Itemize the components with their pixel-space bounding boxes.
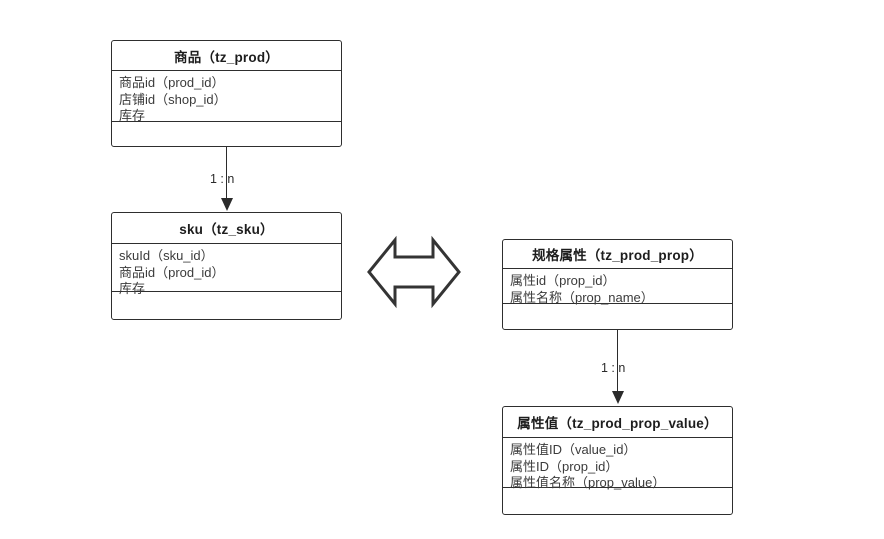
entity-box-tz-sku[interactable]: sku（tz_sku） skuId（sku_id） 商品id（prod_id） … — [111, 212, 342, 320]
entity-box-tz-prod-prop[interactable]: 规格属性（tz_prod_prop） 属性id（prop_id） 属性名称（pr… — [502, 239, 733, 330]
attribute-row: 库存 — [119, 281, 146, 296]
entity-box-tz-prod-prop-value[interactable]: 属性值（tz_prod_prop_value） 属性值ID（value_id） … — [502, 406, 733, 515]
entity-footer-tz-prod-prop — [503, 304, 732, 329]
attribute-row: 属性值ID（value_id） — [510, 442, 637, 457]
entity-attributes-tz-sku: skuId（sku_id） 商品id（prod_id） 库存 — [112, 244, 341, 296]
attribute-row: 商品id（prod_id） — [119, 75, 225, 90]
cardinality-label: 1 : n — [601, 361, 626, 375]
arrowhead-down-icon — [612, 391, 624, 404]
entity-title-tz-prod: 商品（tz_prod） — [112, 41, 341, 71]
entity-title-tz-sku: sku（tz_sku） — [112, 213, 341, 244]
attribute-row: 属性id（prop_id） — [510, 273, 616, 288]
entity-footer-tz-prod — [112, 122, 341, 146]
connector-line — [617, 330, 618, 392]
attribute-row: 商品id（prod_id） — [119, 264, 225, 280]
connector-line — [226, 147, 227, 199]
attribute-row: 店铺id（shop_id） — [119, 91, 227, 107]
arrowhead-down-icon — [221, 198, 233, 211]
entity-box-tz-prod[interactable]: 商品（tz_prod） 商品id（prod_id） 店铺id（shop_id） … — [111, 40, 342, 147]
attribute-row: 属性值名称（prop_value） — [510, 475, 666, 490]
attribute-row: skuId（sku_id） — [119, 248, 214, 263]
entity-footer-tz-prod-prop-value — [503, 488, 732, 514]
attribute-row: 属性名称（prop_name） — [510, 289, 654, 305]
entity-title-tz-prod-prop-value: 属性值（tz_prod_prop_value） — [503, 407, 732, 438]
entity-title-tz-prod-prop: 规格属性（tz_prod_prop） — [503, 240, 732, 269]
cardinality-label: 1 : n — [210, 172, 235, 186]
attribute-row: 库存 — [119, 108, 146, 123]
entity-attributes-tz-prod: 商品id（prod_id） 店铺id（shop_id） 库存 — [112, 71, 341, 123]
double-headed-arrow-icon — [367, 235, 461, 309]
entity-attributes-tz-prod-prop-value: 属性值ID（value_id） 属性ID（prop_id） 属性值名称（prop… — [503, 438, 732, 490]
attribute-row: 属性ID（prop_id） — [510, 458, 619, 474]
entity-attributes-tz-prod-prop: 属性id（prop_id） 属性名称（prop_name） — [503, 269, 732, 305]
entity-footer-tz-sku — [112, 292, 341, 319]
relationship-sku-to-prop[interactable] — [366, 235, 462, 309]
